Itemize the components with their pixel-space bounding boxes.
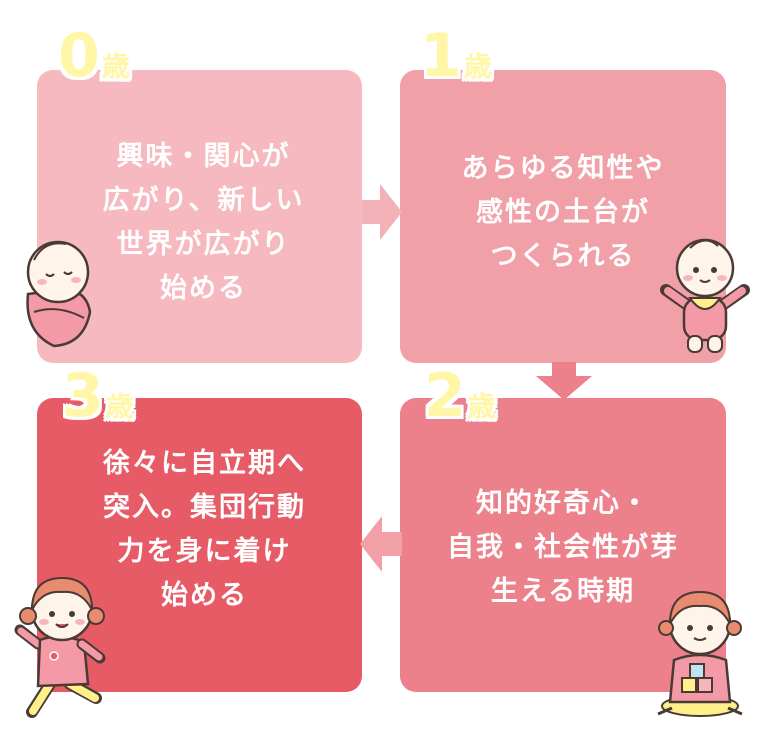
age-unit-0: 歳 <box>101 50 130 83</box>
standing-baby-icon <box>660 238 750 353</box>
stage-panel-3: 徐々に自立期へ 突入。集団行動 力を身に着け 始める <box>37 398 362 692</box>
age-label-2: 2歳 <box>424 366 496 426</box>
arrow-down-icon <box>536 362 592 400</box>
age-number-0: 0 <box>58 21 100 91</box>
arrow-left-icon <box>360 516 402 572</box>
age-label-1: 1歳 <box>420 26 492 86</box>
age-label-3: 3歳 <box>62 366 134 426</box>
stage-text-3: 徐々に自立期へ 突入。集団行動 力を身に着け 始める <box>103 448 306 611</box>
toddler-with-blocks-icon <box>657 590 743 717</box>
stage-panel-1: あらゆる知性や 感性の土台が つくられる <box>400 70 726 363</box>
stage-panel-2: 知的好奇心・ 自我・社会性が芽 生える時期 <box>400 398 726 692</box>
swaddled-baby-icon <box>26 240 92 348</box>
age-unit-1: 歳 <box>463 50 492 83</box>
age-number-1: 1 <box>420 21 462 91</box>
age-number-2: 2 <box>424 361 466 431</box>
age-unit-3: 歳 <box>105 390 134 423</box>
stage-text-2: 知的好奇心・ 自我・社会性が芽 生える時期 <box>447 488 679 607</box>
stage-panel-0: 興味・関心が 広がり、新しい 世界が広がり 始める <box>37 70 362 363</box>
age-number-3: 3 <box>62 361 104 431</box>
stage-text-1: あらゆる知性や 感性の土台が つくられる <box>461 152 665 272</box>
stage-text-0: 興味・関心が 広がり、新しい 世界が広がり 始める <box>102 140 305 304</box>
age-label-0: 0歳 <box>58 26 130 86</box>
running-child-icon <box>14 576 106 718</box>
arrow-right-icon <box>362 184 402 240</box>
age-unit-2: 歳 <box>467 390 496 423</box>
